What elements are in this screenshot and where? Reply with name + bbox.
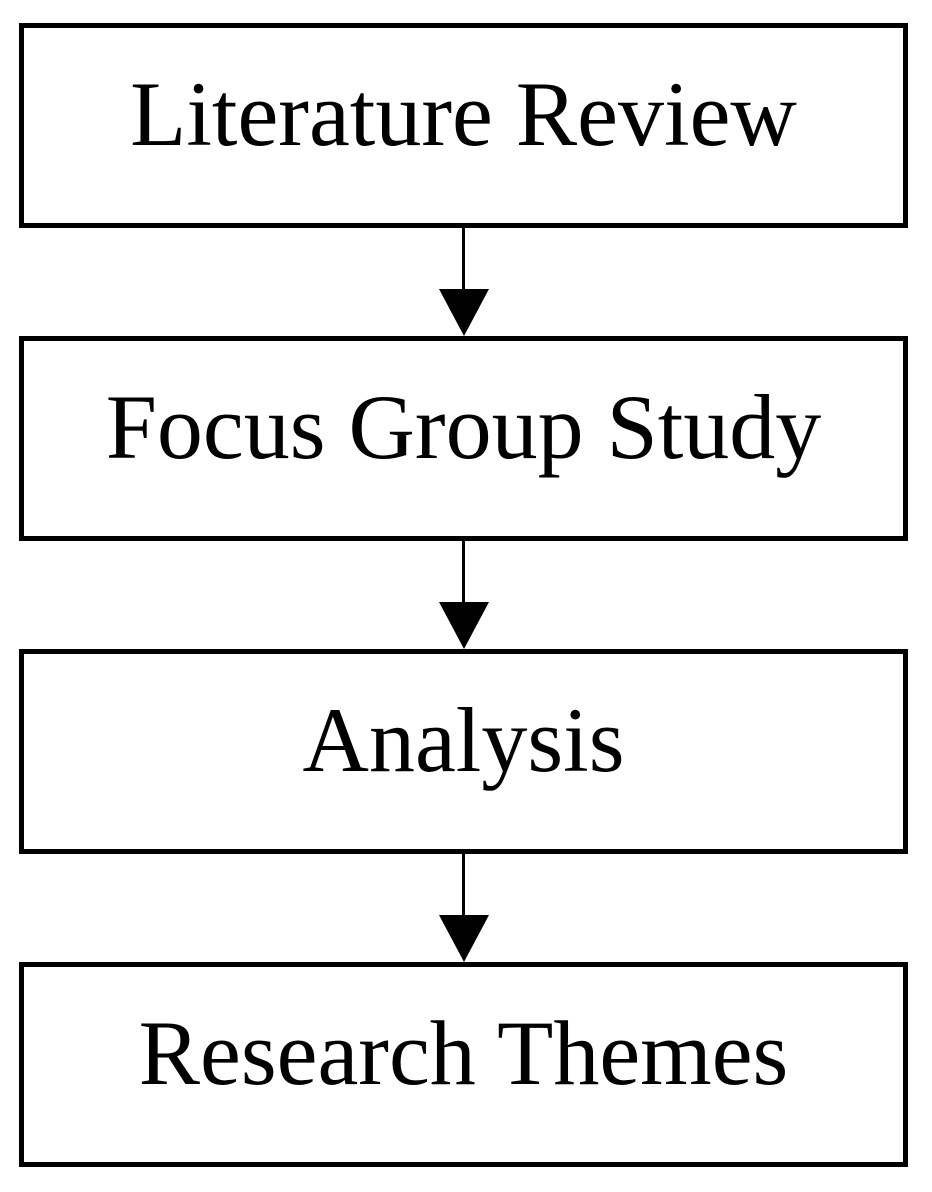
arrow-focus-to-analysis <box>19 541 908 649</box>
arrow-down-icon <box>438 602 489 649</box>
node-literature-review-label: Literature Review <box>130 62 797 165</box>
node-research-themes-label: Research Themes <box>138 1001 789 1104</box>
arrow-literature-to-focus <box>19 228 908 336</box>
arrow-line <box>462 541 465 602</box>
arrow-down-icon <box>438 289 489 336</box>
arrow-line <box>462 228 465 289</box>
node-research-themes: Research Themes <box>19 962 908 1167</box>
node-analysis-label: Analysis <box>302 688 625 791</box>
node-focus-group-study: Focus Group Study <box>19 336 908 541</box>
arrow-down-icon <box>438 915 489 962</box>
flowchart: Literature Review Focus Group Study Anal… <box>19 23 908 1167</box>
arrow-line <box>462 854 465 915</box>
node-analysis: Analysis <box>19 649 908 854</box>
arrow-analysis-to-themes <box>19 854 908 962</box>
node-focus-group-study-label: Focus Group Study <box>105 375 822 478</box>
node-literature-review: Literature Review <box>19 23 908 228</box>
